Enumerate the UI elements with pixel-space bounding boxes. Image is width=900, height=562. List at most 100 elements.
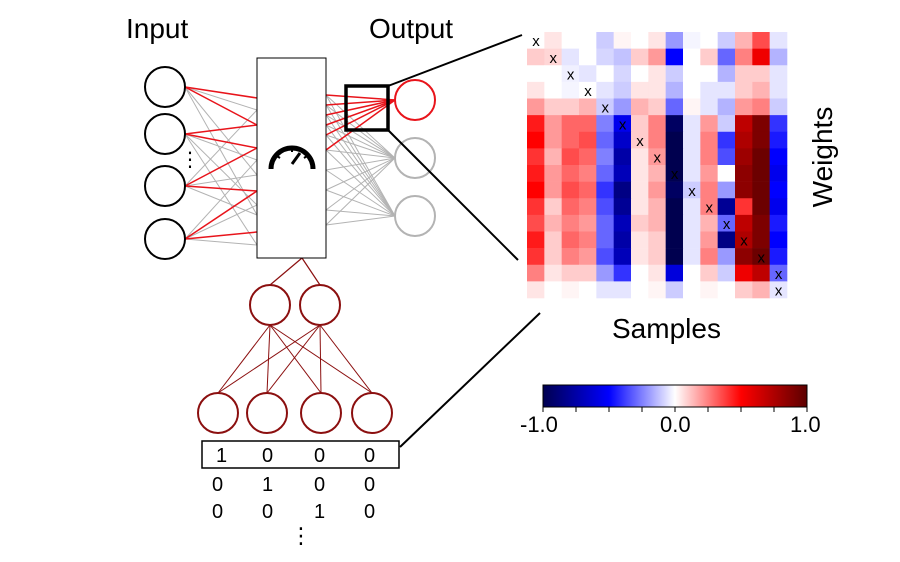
heatmap-cell (613, 48, 632, 66)
heatmap-cell (735, 81, 753, 99)
heatmap-cell (527, 115, 545, 133)
heatmap-cell (579, 98, 597, 116)
heatmap-cell (613, 165, 632, 182)
diagonal-marker: x (740, 233, 748, 250)
edge-embedding (301, 257, 321, 286)
heatmap-cell (631, 81, 649, 99)
edge-inactive (325, 124, 396, 159)
heatmap-cell (561, 198, 580, 216)
heatmap-cell (544, 214, 562, 232)
edge-inactive (184, 238, 258, 246)
onehot-ellipsis: ⋮ (290, 523, 312, 548)
heatmap-cell (596, 48, 614, 66)
heatmap-cell (561, 98, 580, 116)
gauge-icon (268, 145, 316, 170)
heatmap-cell (683, 32, 701, 49)
heatmap-cell (527, 231, 545, 249)
heatmap-cell (648, 131, 666, 149)
heatmap-cell (579, 231, 597, 249)
heatmap-cell (665, 198, 684, 216)
heatmap-cell (631, 165, 649, 182)
onehot-neuron (197, 392, 239, 434)
embedding-neuron (299, 284, 341, 326)
heatmap-cell (683, 214, 701, 232)
heatmap-cell (683, 65, 701, 83)
heatmap-cell (596, 98, 614, 116)
heatmap-cell (631, 32, 649, 49)
heatmap-cell (752, 165, 770, 182)
heatmap-cell (561, 48, 580, 66)
heatmap-cell (631, 48, 649, 66)
edge-active (325, 99, 396, 116)
heatmap-cell (579, 248, 597, 266)
heatmap-cell (717, 198, 736, 216)
onehot-cell: 0 (212, 474, 223, 496)
edge-inactive (325, 157, 396, 226)
heatmap-cell (561, 32, 580, 49)
heatmap-cell (683, 248, 701, 266)
heatmap-cell (665, 281, 684, 299)
heatmap-cell (613, 214, 632, 232)
heatmap-cell (596, 65, 614, 83)
heatmap-cell (613, 131, 632, 149)
heatmap-cell (700, 281, 718, 299)
heatmap-cell (648, 198, 666, 216)
edge-inactive (184, 86, 258, 111)
heatmap-cell (596, 181, 614, 199)
edge-inactive (184, 133, 258, 206)
output-label: Output (369, 13, 453, 44)
heatmap-cell (579, 148, 597, 166)
edge-active (325, 99, 396, 151)
heatmap-cell (631, 98, 649, 116)
heatmap-cell (769, 48, 788, 66)
onehot-highlight-box (201, 440, 400, 469)
heatmap-cell (717, 264, 736, 282)
heatmap-cell (544, 264, 562, 282)
heatmap-cell (717, 131, 736, 149)
heatmap-cell (717, 165, 736, 182)
edge-embedding (269, 324, 322, 394)
heatmap-cell (579, 165, 597, 182)
diagonal-marker: x (550, 50, 558, 67)
edge-inactive (325, 124, 396, 217)
edge-active (184, 133, 258, 149)
edge-inactive (184, 109, 258, 187)
onehot-input-layer (197, 392, 393, 434)
heatmap-cell (579, 32, 597, 49)
heatmap-cell (613, 148, 632, 166)
heatmap-cell (717, 231, 736, 249)
hidden-layer-box (256, 57, 327, 259)
heatmap-cell (683, 115, 701, 133)
edge-active (325, 99, 396, 126)
heatmap-cell (648, 32, 666, 49)
heatmap-cell (735, 115, 753, 133)
heatmap-cell (735, 65, 753, 83)
heatmap-cell (648, 281, 666, 299)
input-neuron (144, 218, 186, 260)
output-neuron-active (394, 79, 436, 121)
heatmap-cell (769, 281, 788, 299)
heatmap-cell (561, 231, 580, 249)
heatmap-cell (596, 198, 614, 216)
heatmap-cell (561, 148, 580, 166)
heatmap-cell (613, 281, 632, 299)
heatmap-cell (769, 81, 788, 99)
onehot-table: 1 0 0 0 0 1 0 0 0 0 1 0 ⋮ (212, 445, 375, 548)
heatmap-cell (769, 214, 788, 232)
heatmap-cell (561, 281, 580, 299)
heatmap-cell (735, 214, 753, 232)
heatmap-cell (665, 81, 684, 99)
heatmap-cell (596, 165, 614, 182)
heatmap-cell (735, 48, 753, 66)
diagonal-marker: x (619, 116, 627, 133)
edge-inactive (325, 94, 396, 159)
heatmap-cell (648, 248, 666, 266)
edge-embedding (269, 257, 303, 286)
heatmap-cell (631, 198, 649, 216)
edge-inactive (184, 159, 258, 240)
heatmap-cell (613, 115, 632, 133)
embedding-neuron (249, 284, 291, 326)
heatmap-cell (648, 264, 666, 282)
heatmap-cell (683, 48, 701, 66)
